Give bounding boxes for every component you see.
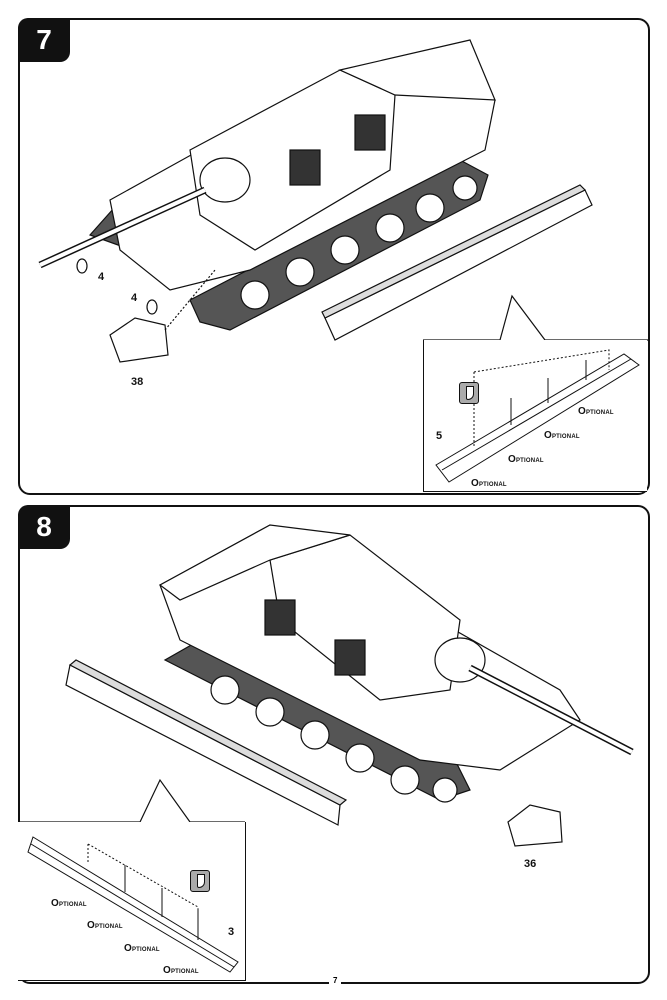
optional-label: Optional	[578, 406, 614, 417]
optional-label: Optional	[544, 430, 580, 441]
step-7-illustration	[38, 39, 648, 363]
part-number-36: 36	[524, 858, 537, 870]
optional-label: Optional	[51, 898, 87, 909]
part-number-38: 38	[131, 376, 144, 388]
step-8-detail-inset: 3 Optional Optional Optional Optional	[18, 822, 246, 981]
part-number-4: 4	[98, 271, 105, 283]
optional-label: Optional	[508, 454, 544, 465]
step-number-badge: 8	[18, 505, 70, 549]
part-number-3: 3	[228, 926, 235, 938]
optional-label: Optional	[87, 920, 123, 931]
cover-part-36	[507, 804, 563, 847]
step-7-detail-inset: 5 Optional Optional Optional Optional	[423, 340, 647, 492]
part-number-5: 5	[436, 430, 443, 442]
hobby-knife-icon	[190, 870, 210, 892]
optional-label: Optional	[471, 478, 507, 489]
optional-label: Optional	[163, 965, 199, 976]
step-number-badge: 7	[18, 18, 70, 62]
page-number: 7	[329, 976, 342, 985]
cover-part-38	[109, 317, 169, 363]
hobby-knife-icon	[459, 382, 479, 404]
optional-label: Optional	[124, 943, 160, 954]
part-number-4: 4	[131, 292, 138, 304]
mantlet	[199, 157, 251, 203]
